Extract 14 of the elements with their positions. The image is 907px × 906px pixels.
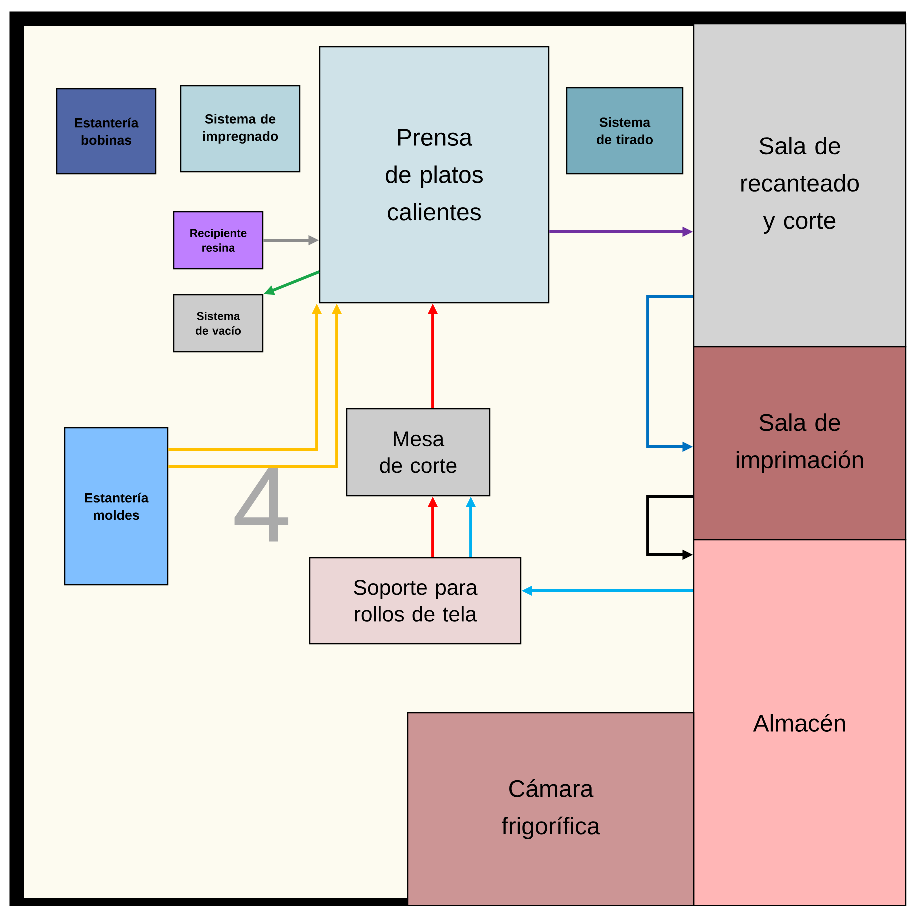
equipment-box: Mesa de corte	[346, 408, 491, 497]
equipment-box: Estantería moldes	[64, 427, 169, 586]
equipment-box: Sistema de tirado	[566, 87, 684, 175]
room-box: Cámara frigorífica	[407, 712, 695, 906]
equipment-box: Sistema de impregnado	[180, 85, 301, 173]
equipment-box: Sistema de vacío	[173, 294, 264, 353]
equipment-box: Soporte para rollos de tela	[309, 557, 522, 645]
equipment-box: Recipiente resina	[173, 211, 264, 270]
room-box: Sala de imprimación	[693, 346, 907, 541]
room-box: Prensa de platos calientes	[319, 46, 550, 304]
room-box: Sala de recanteado y corte	[693, 23, 907, 348]
handwritten-number: 4	[234, 468, 289, 542]
room-box: Almacén	[693, 539, 907, 906]
equipment-box: Estantería bobinas	[56, 88, 157, 175]
